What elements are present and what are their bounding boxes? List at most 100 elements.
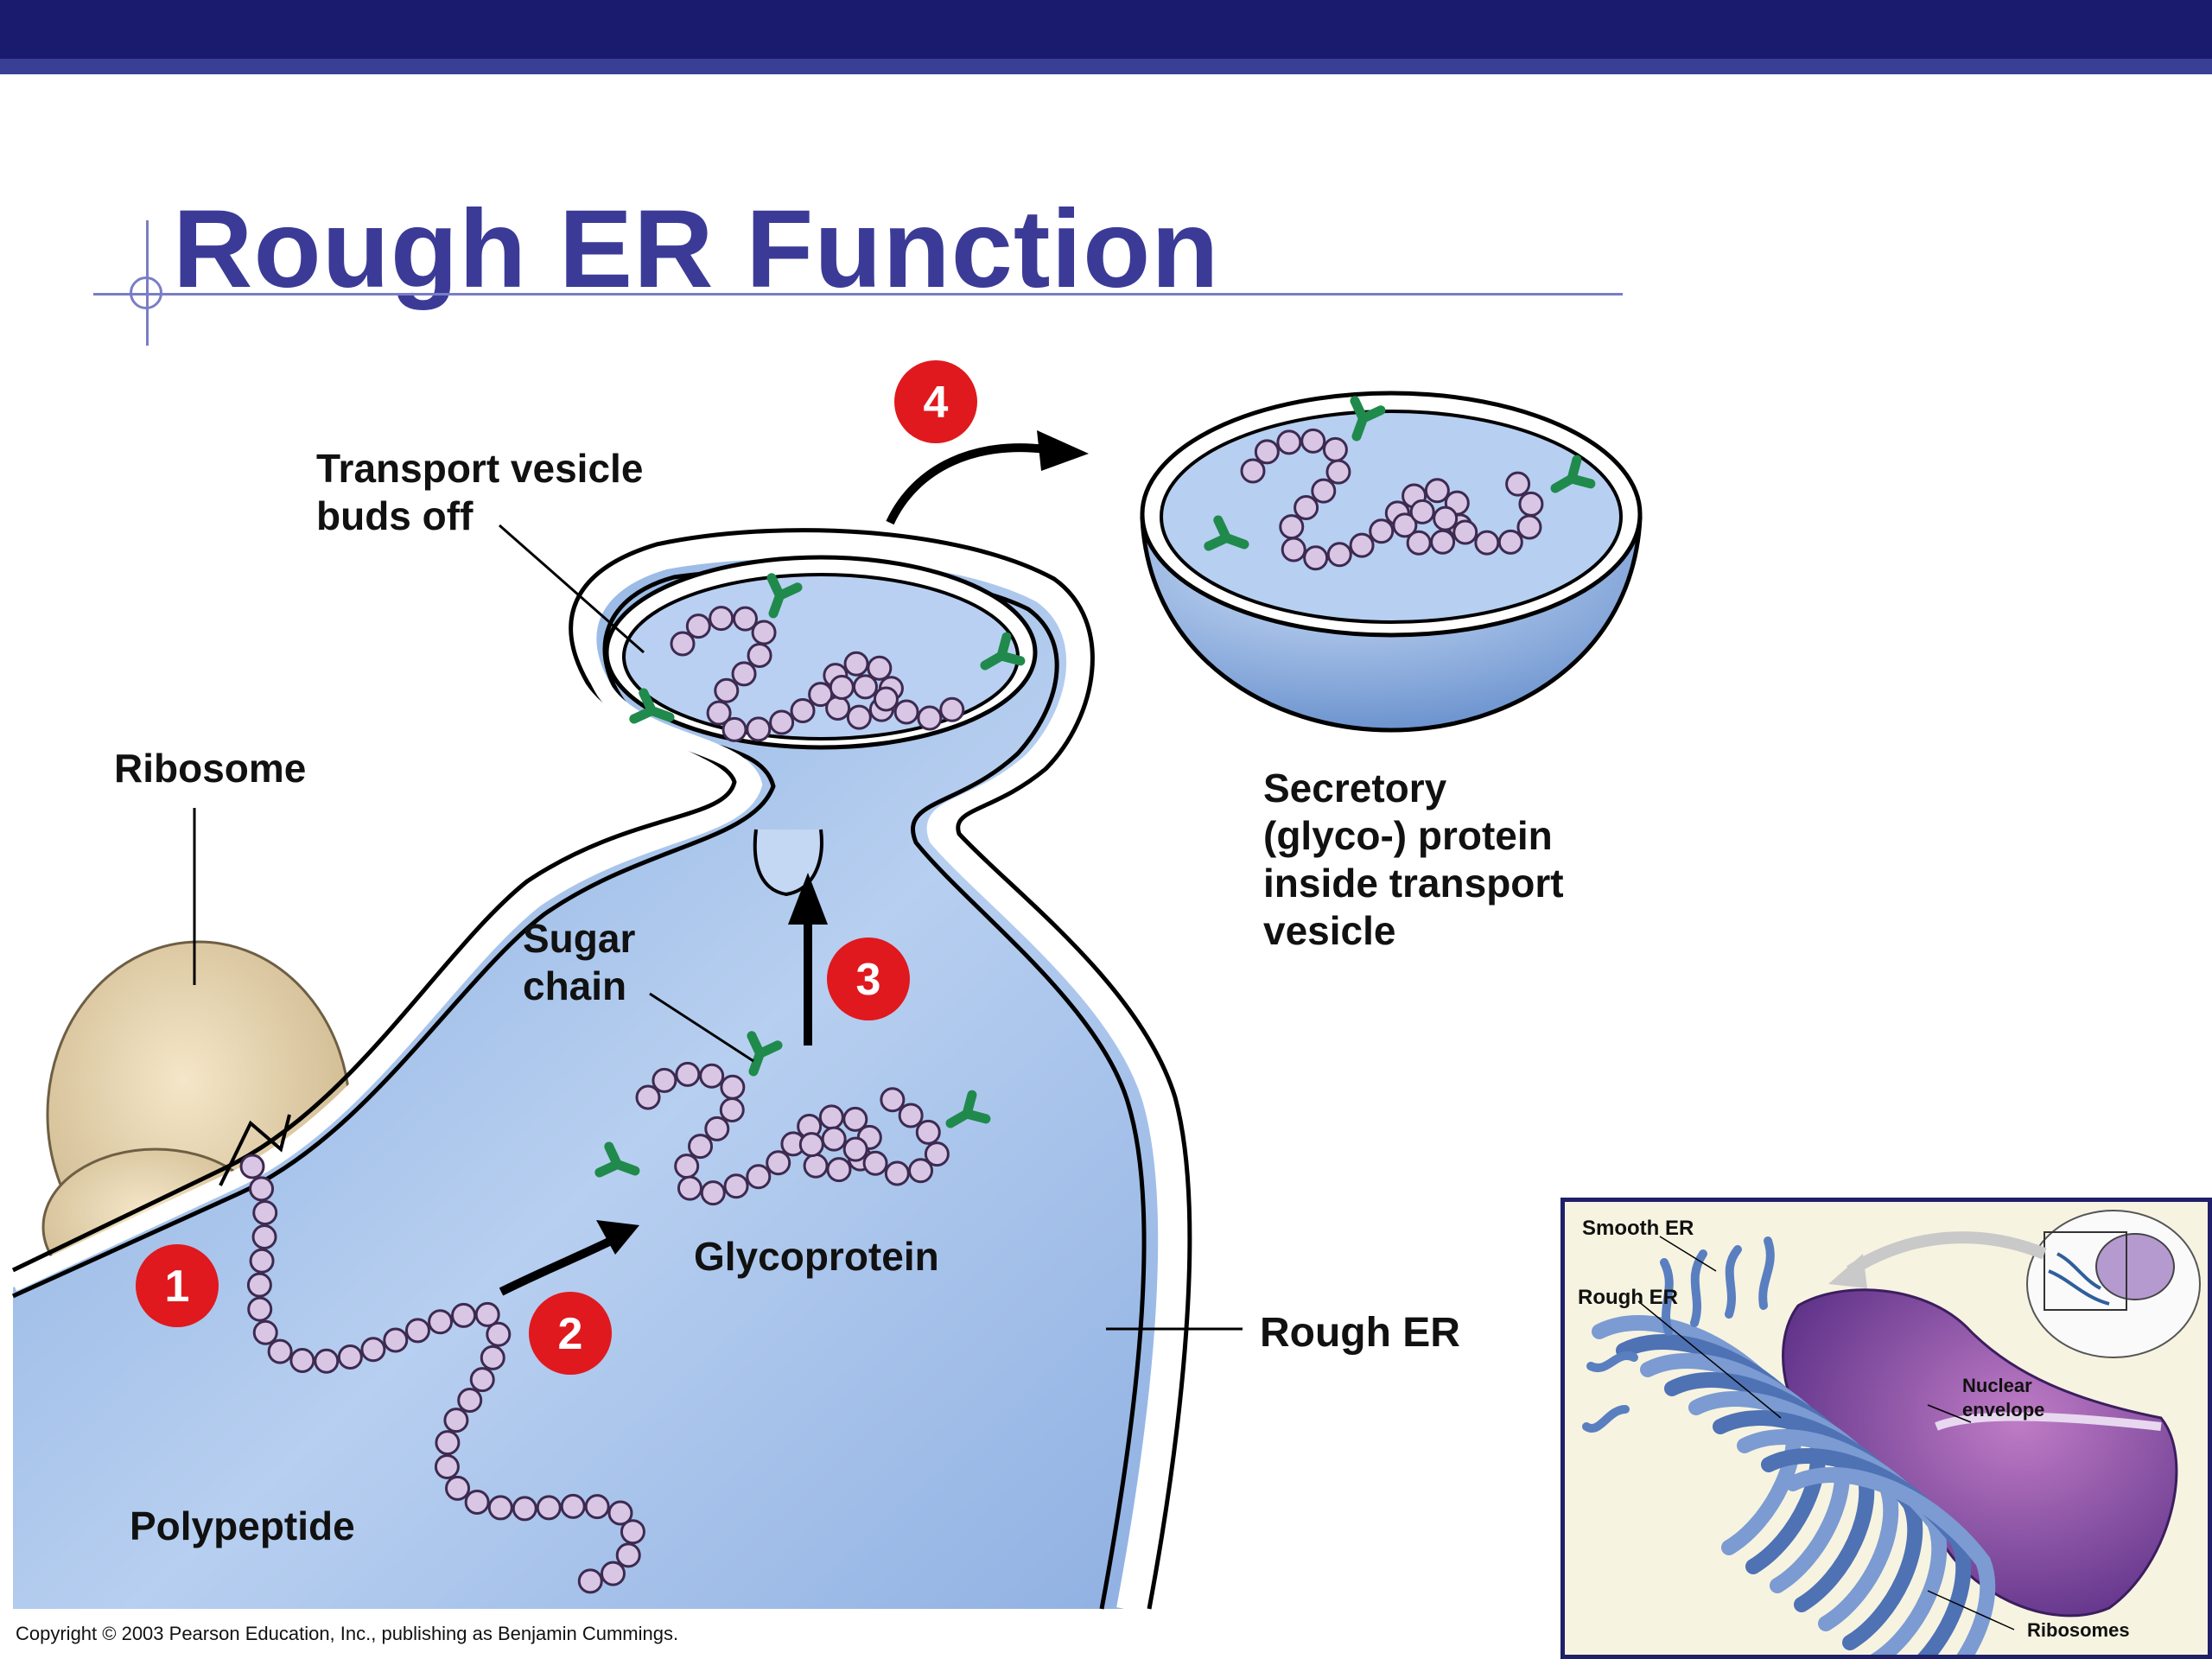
amino-acid-bead [1281, 537, 1306, 563]
amino-acid-bead [720, 1074, 746, 1100]
secretory-label-line1: Secretory [1263, 766, 1447, 810]
amino-acid-bead [1518, 491, 1544, 517]
amino-acid-bead [252, 1199, 278, 1225]
amino-acid-bead [620, 1519, 645, 1545]
sugar-chain-label-line1: Sugar [523, 916, 635, 961]
vesicle-glycoprotein-beads [670, 606, 965, 742]
amino-acid-bead [917, 705, 943, 731]
amino-acid-bead [577, 1568, 603, 1594]
amino-acid-bead [674, 1154, 700, 1179]
vesicle-leader [499, 524, 645, 654]
step-4-number: 4 [924, 378, 949, 428]
amino-acid-bead [337, 1344, 363, 1370]
amino-acid-bead [842, 1106, 868, 1132]
amino-acid-bead [893, 699, 919, 725]
amino-acid-bead [1276, 429, 1302, 455]
amino-acid-bead [615, 1542, 641, 1568]
amino-acid-bead [688, 1134, 714, 1160]
amino-acid-bead [487, 1495, 513, 1521]
secretory-label-line3: inside transport [1263, 861, 1564, 906]
amino-acid-bead [699, 1063, 725, 1089]
step-badge-1: 1 [136, 1244, 219, 1327]
amino-acid-bead [1406, 530, 1432, 556]
amino-acid-bead [842, 1136, 868, 1162]
polypeptide-label: Polypeptide [130, 1503, 355, 1548]
amino-acid-bead [249, 1176, 275, 1202]
amino-acid-bead [249, 1248, 275, 1274]
top-banner [0, 0, 2212, 59]
amino-acid-bead [924, 1141, 950, 1167]
amino-acid-bead [790, 697, 816, 723]
amino-acid-bead [821, 1126, 847, 1152]
amino-acid-bead [719, 1097, 745, 1123]
amino-acid-bead [1322, 436, 1348, 462]
sugar-chain-y [1204, 515, 1249, 551]
amino-acid-bead [486, 1321, 512, 1347]
amino-acid-bead [635, 1084, 661, 1110]
er-membrane-outer [11, 528, 1192, 1610]
sugar-chain-y [594, 1141, 640, 1178]
inset-smooth-er-label: Smooth ER [1582, 1217, 1694, 1240]
amino-acid-bead [746, 716, 772, 742]
glycoprotein-beads [635, 1061, 950, 1206]
released-glycoprotein-beads [1240, 428, 1544, 571]
amino-acid-bead [1452, 519, 1478, 545]
amino-acid-bead [700, 1180, 726, 1206]
er-membrane-white [9, 541, 1176, 1611]
inset-nuclear-label-line1: Nuclear [1962, 1375, 2032, 1396]
amino-acid-bead [723, 1173, 749, 1199]
amino-acid-bead [434, 1453, 460, 1479]
amino-acid-bead [445, 1475, 471, 1501]
rough-er-lumen [13, 553, 1168, 1609]
amino-acid-bead [1240, 458, 1266, 484]
sugar-chain-y [1350, 396, 1386, 442]
polypeptide-chain [239, 1154, 645, 1594]
nuclear-envelope [1935, 1412, 2162, 1431]
amino-acid-bead [731, 661, 757, 687]
arrow-step-2-head [596, 1220, 639, 1255]
step-1-number: 1 [165, 1262, 190, 1312]
amino-acid-bead [747, 643, 772, 669]
amino-acid-bead [314, 1348, 340, 1374]
amino-acid-bead [607, 1500, 633, 1526]
inset-er-sheet [1785, 1467, 1996, 1655]
amino-acid-bead [1294, 495, 1319, 521]
amino-acid-bead [798, 1132, 824, 1158]
sugar-chains [594, 396, 1596, 1178]
title-underline [93, 293, 1623, 296]
sugar-chain-leader [649, 992, 754, 1063]
amino-acid-bead [1254, 439, 1280, 465]
amino-acid-bead [404, 1318, 430, 1344]
amino-acid-bead [428, 1309, 454, 1335]
amino-acid-bead [600, 1560, 626, 1586]
amino-acid-bead [469, 1367, 495, 1393]
amino-acid-bead [706, 700, 732, 726]
amino-acid-bead [474, 1301, 500, 1327]
amino-acid-bead [251, 1224, 277, 1249]
arrow-step-3-head [788, 873, 828, 925]
amino-acid-bead [1279, 514, 1305, 540]
amino-acid-bead [873, 686, 899, 712]
amino-acid-bead [751, 620, 777, 645]
amino-acid-bead [1516, 514, 1542, 540]
amino-acid-bead [829, 675, 855, 701]
amino-acid-bead [880, 1087, 906, 1113]
amino-acid-bead [818, 1104, 844, 1130]
amino-acid-bead [1325, 459, 1351, 485]
slide-title: Rough ER Function [173, 188, 1220, 311]
amino-acid-bead [536, 1495, 562, 1521]
amino-acid-bead [846, 704, 872, 730]
sugar-chain-y [766, 573, 803, 619]
top-banner-stripe [0, 59, 2212, 74]
zoom-arrow [1847, 1231, 2047, 1276]
amino-acid-bead [267, 1338, 293, 1364]
amino-acid-bead [825, 695, 851, 721]
amino-acid-bead [1369, 518, 1395, 544]
amino-acid-bead [867, 655, 893, 681]
transport-vesicle-label-line2: buds off [316, 493, 474, 538]
inset-ribosomes-label: Ribosomes [2027, 1619, 2130, 1641]
ribosome-pore [219, 1114, 291, 1186]
step-badge-2: 2 [529, 1292, 612, 1375]
amino-acid-bead [1303, 545, 1329, 571]
amino-acid-bead [1300, 428, 1326, 454]
